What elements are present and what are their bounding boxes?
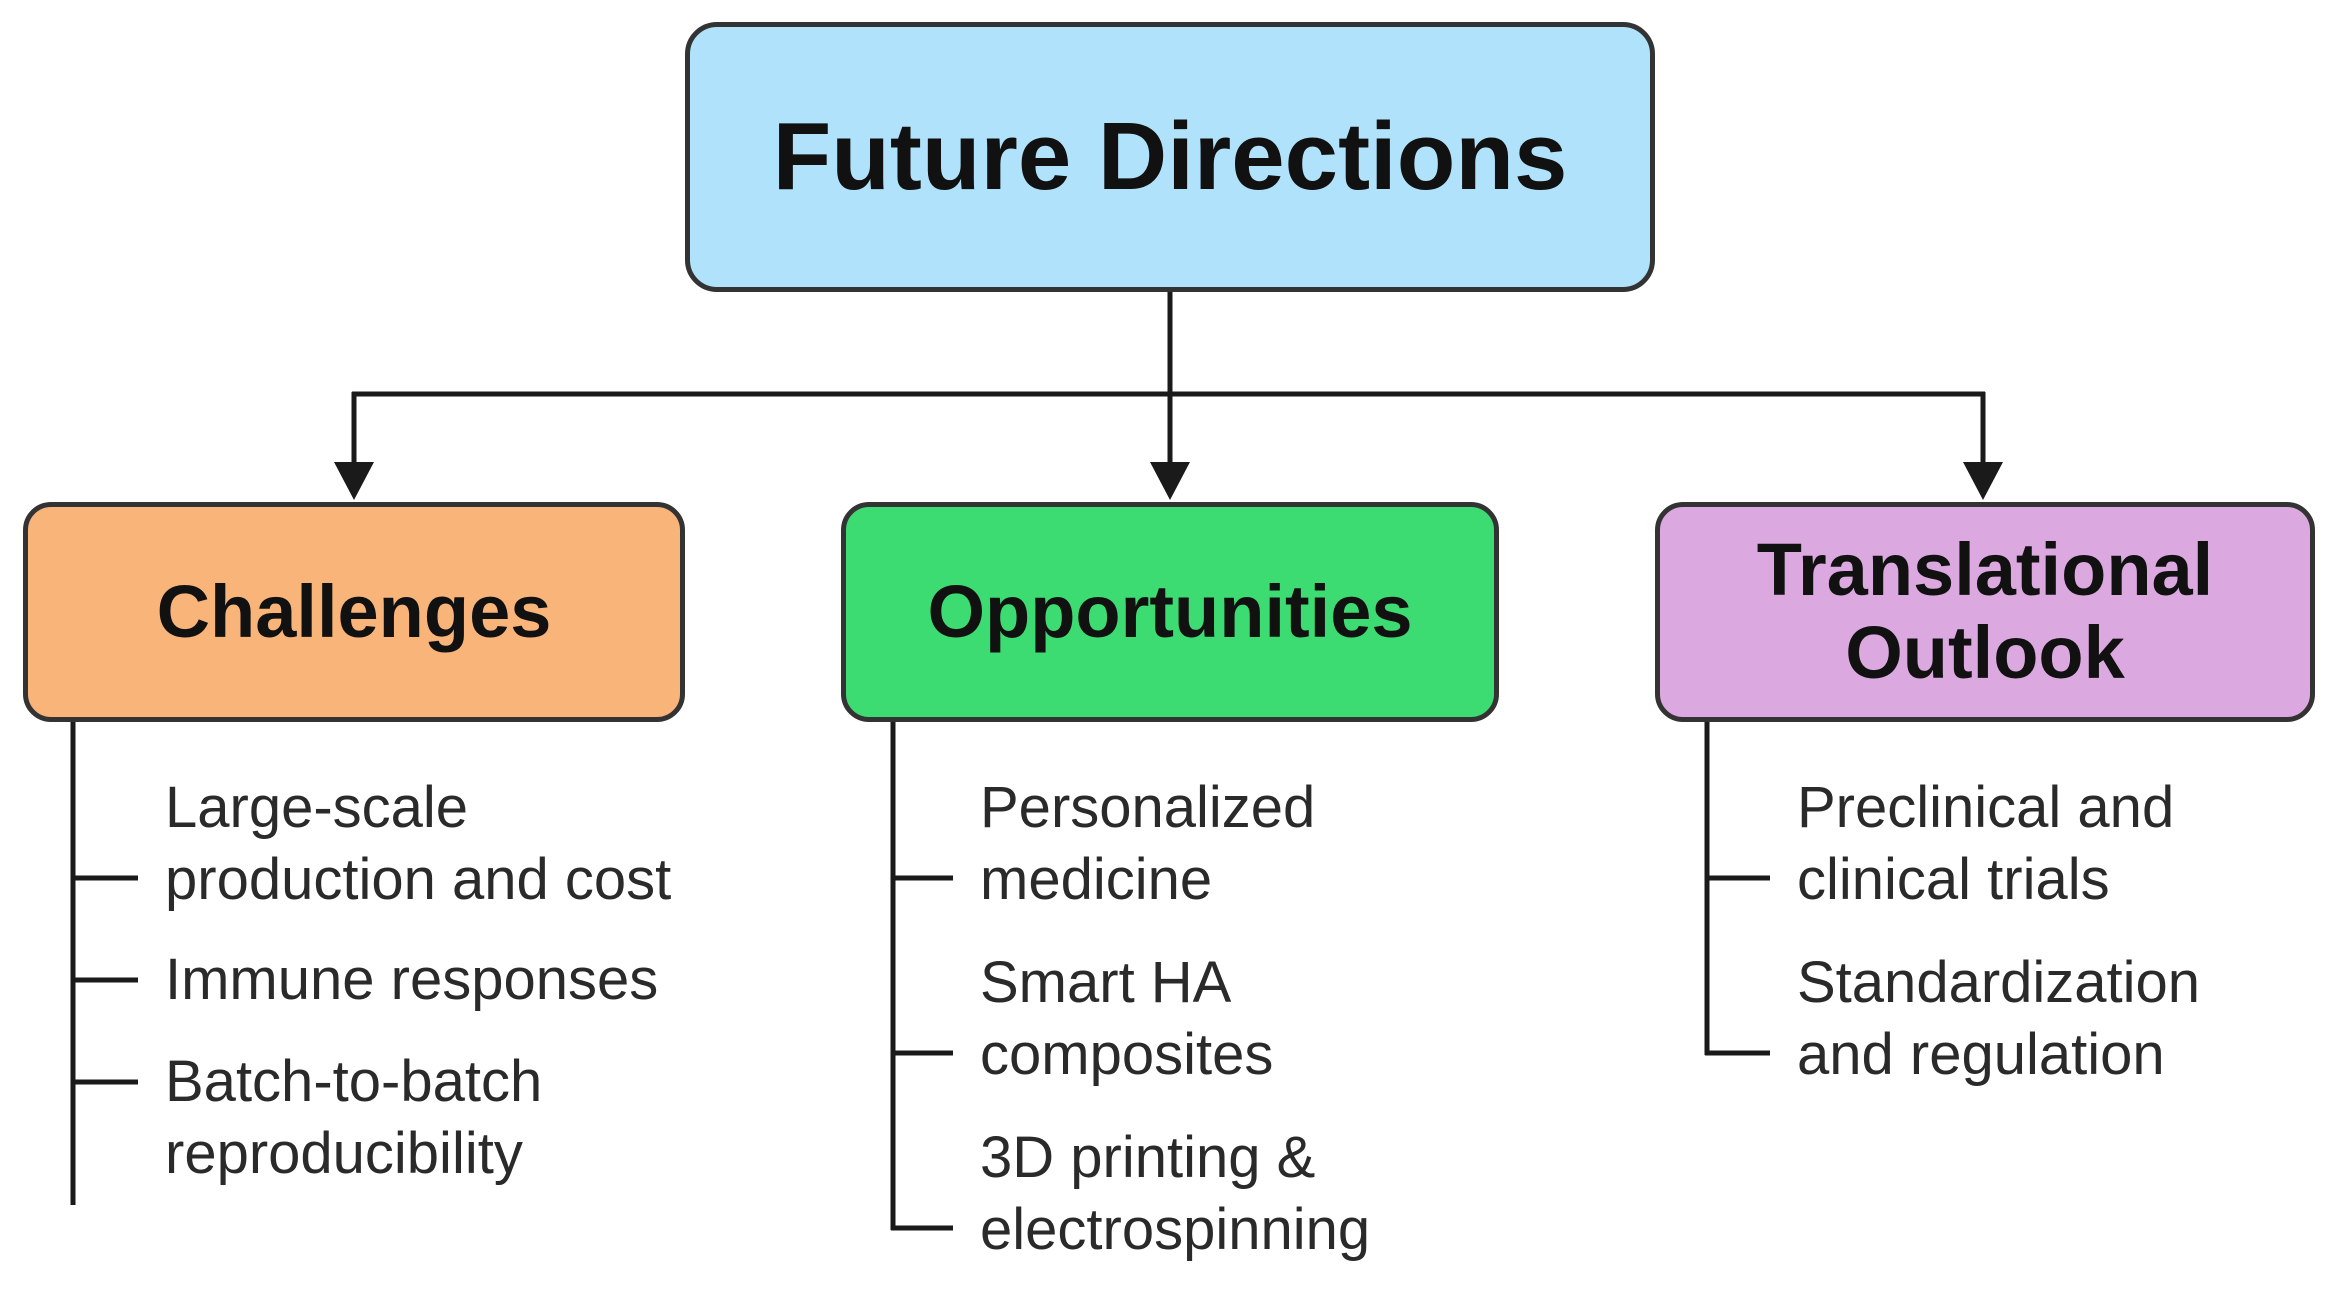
- item-line: and regulation: [1797, 1022, 2165, 1087]
- challenges-item-immune-responses: Immune responses: [165, 944, 658, 1016]
- item-line: composites: [980, 1022, 1274, 1087]
- branch-node-challenges: Challenges: [23, 502, 685, 722]
- translational-item-trials: Preclinical and clinical trials: [1797, 772, 2174, 916]
- challenges-item-reproducibility: Batch-to-batch reproducibility: [165, 1046, 542, 1190]
- item-line: medicine: [980, 847, 1213, 912]
- challenges-arrowhead: [334, 462, 374, 500]
- item-line: electrospinning: [980, 1197, 1371, 1262]
- item-line: Batch-to-batch: [165, 1049, 543, 1114]
- branch-node-translational-outlook: Translational Outlook: [1655, 502, 2315, 722]
- challenges-bracket: [70, 722, 138, 1205]
- arrowheads: [334, 462, 2003, 500]
- root-title: Future Directions: [772, 103, 1568, 211]
- root-node-future-directions: Future Directions: [685, 22, 1655, 292]
- translational-title-line-2: Outlook: [1845, 611, 2125, 694]
- opportunities-item-personalized-medicine: Personalized medicine: [980, 772, 1315, 916]
- translational-item-standardization: Standardization and regulation: [1797, 947, 2200, 1091]
- root-to-branches-connector: [351, 292, 1986, 470]
- opportunities-bracket: [890, 722, 953, 1231]
- opportunities-item-3d-printing: 3D printing & electrospinning: [980, 1122, 1370, 1266]
- item-line: reproducibility: [165, 1121, 523, 1186]
- item-line: clinical trials: [1797, 847, 2110, 912]
- item-line: Smart HA: [980, 950, 1232, 1015]
- item-line: 3D printing &: [980, 1125, 1316, 1190]
- item-line: production and cost: [165, 847, 672, 912]
- opportunities-title: Opportunities: [927, 569, 1413, 653]
- translational-title: Translational Outlook: [1756, 528, 2214, 695]
- item-line: Personalized: [980, 775, 1316, 840]
- translational-bracket: [1704, 722, 1770, 1056]
- item-line: Large-scale: [165, 775, 469, 840]
- branch-node-opportunities: Opportunities: [841, 502, 1499, 722]
- challenges-title: Challenges: [156, 569, 552, 653]
- challenges-item-production-cost: Large-scale production and cost: [165, 772, 671, 916]
- opportunities-arrowhead: [1150, 462, 1190, 500]
- translational-title-line-1: Translational: [1756, 528, 2214, 612]
- opportunities-item-smart-ha-composites: Smart HA composites: [980, 947, 1273, 1091]
- item-line: Standardization: [1797, 950, 2201, 1015]
- item-line: Preclinical and: [1797, 775, 2175, 840]
- translational-arrowhead: [1963, 462, 2003, 500]
- item-line: Immune responses: [165, 947, 659, 1012]
